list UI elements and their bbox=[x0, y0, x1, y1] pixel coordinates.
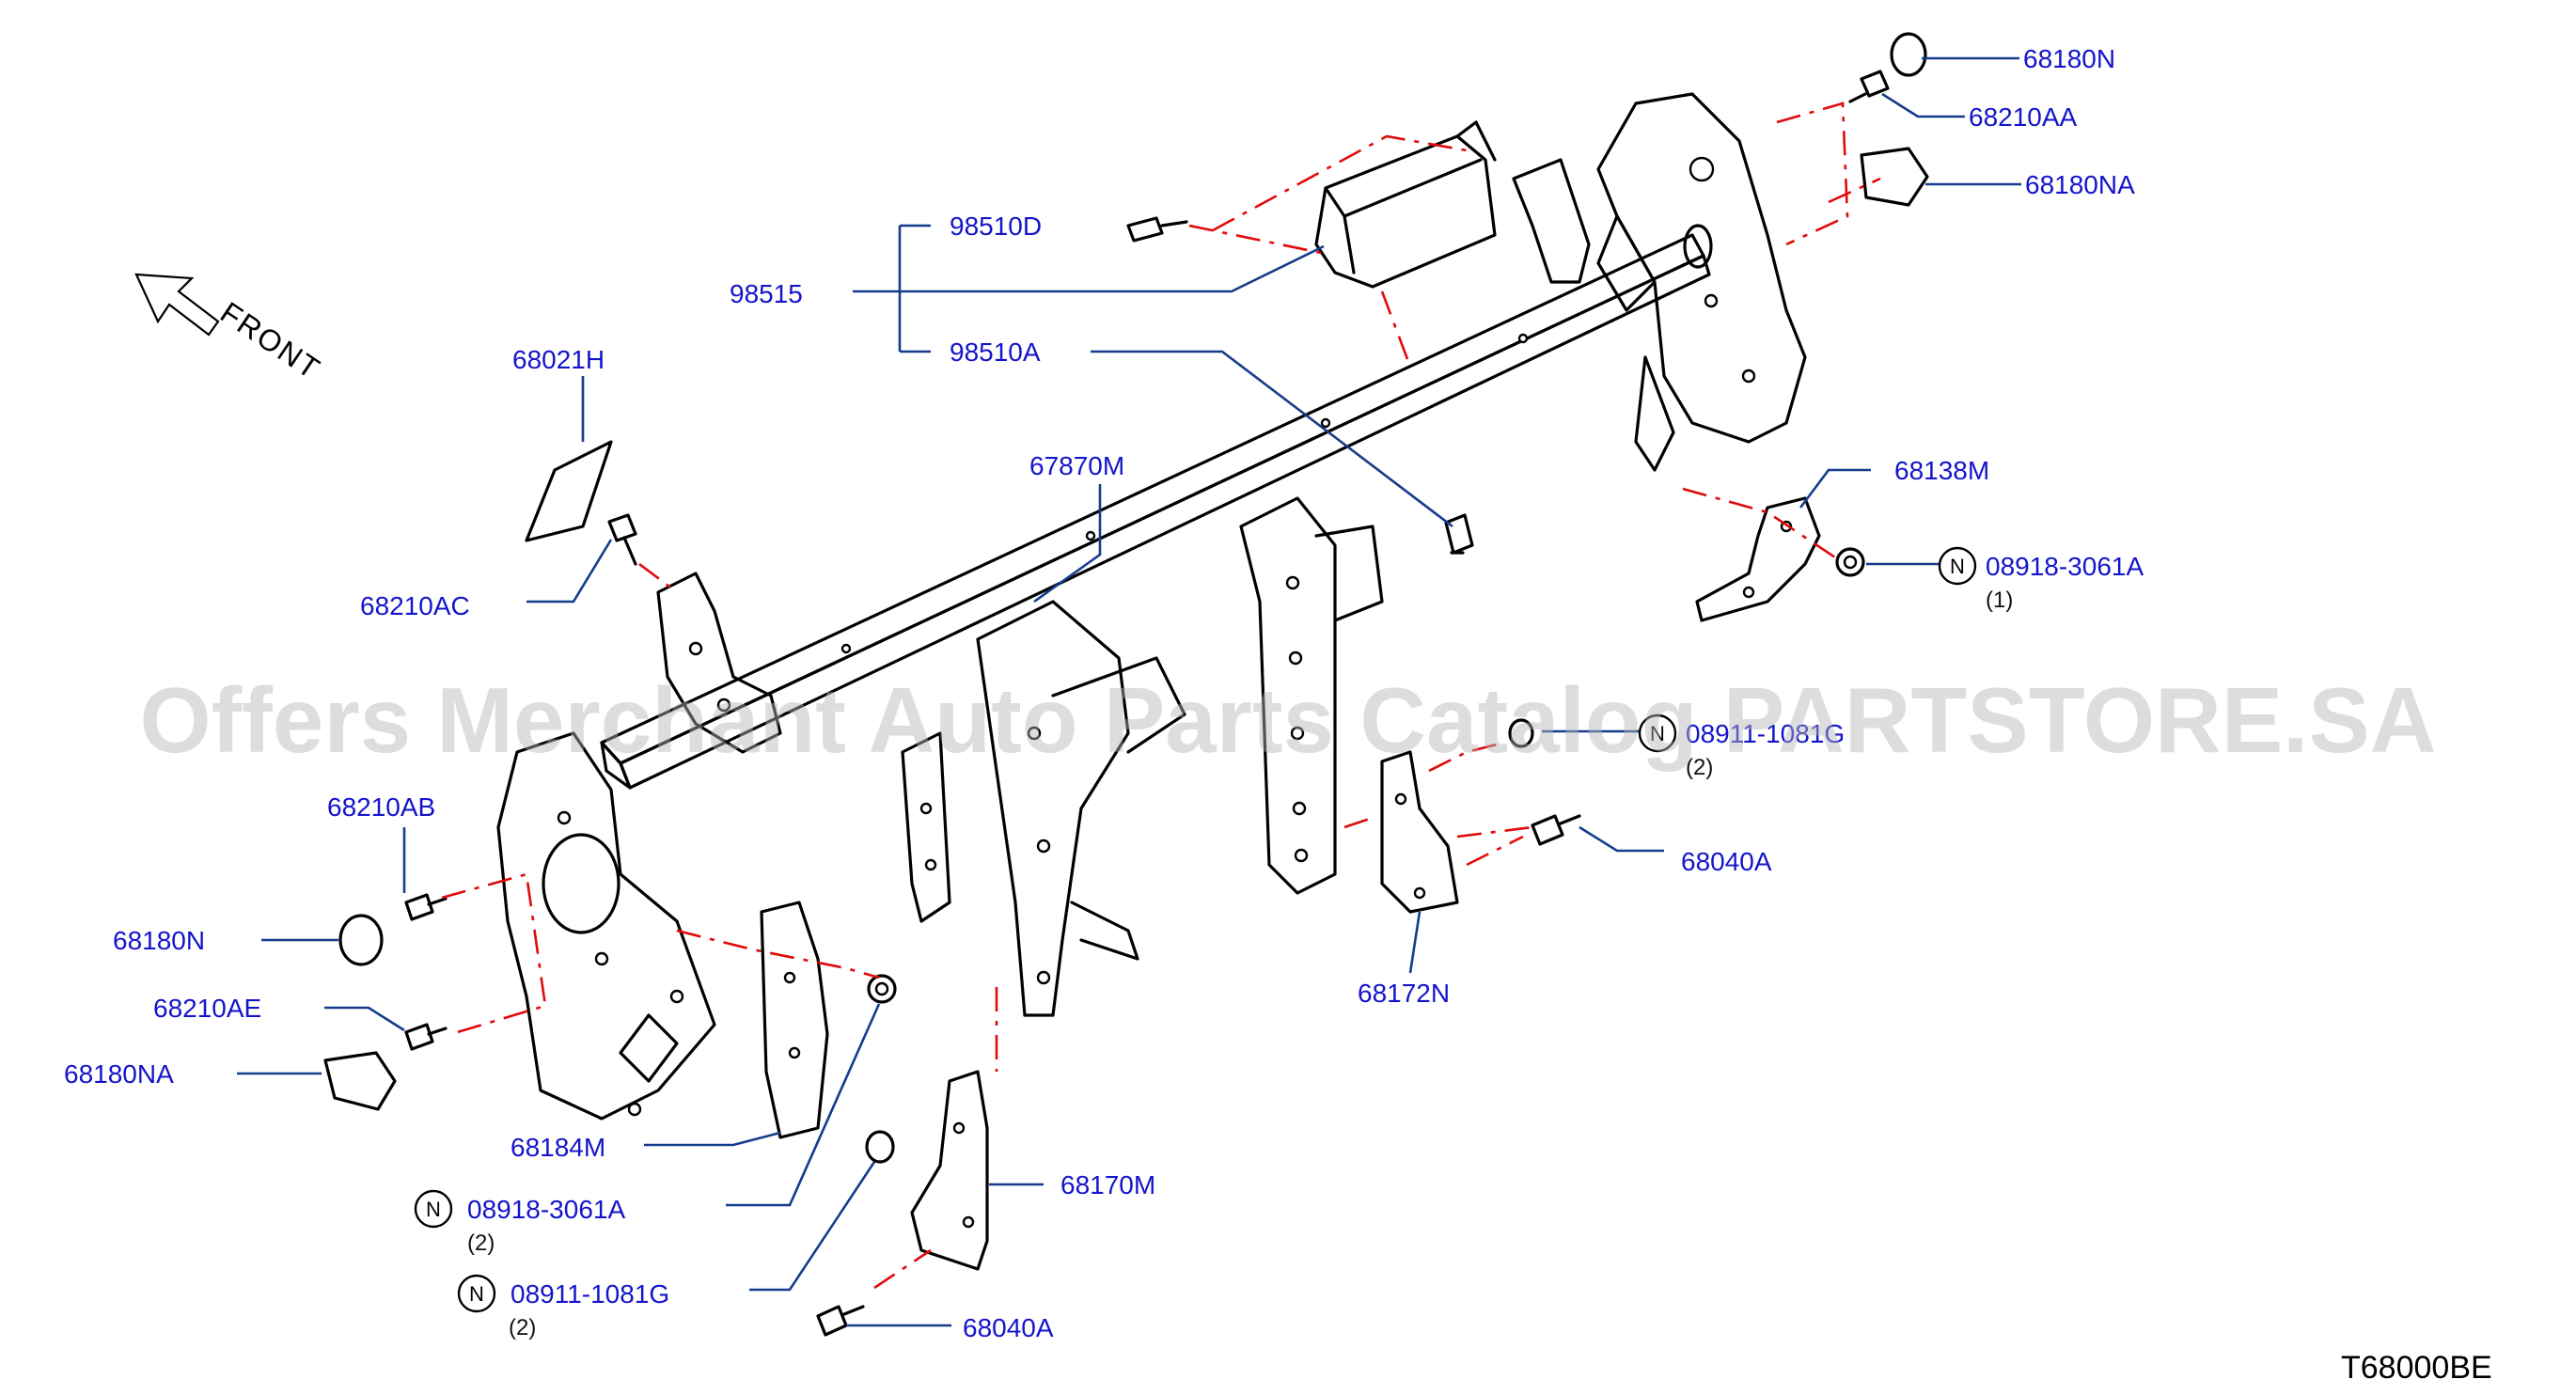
label-68210AB: 68210AB bbox=[327, 792, 435, 822]
n-mark-right bbox=[1938, 546, 1977, 586]
mounting-guide-lines bbox=[441, 102, 1881, 1290]
center-stay-right[interactable] bbox=[1239, 496, 1384, 895]
cross-car-beam[interactable] bbox=[600, 224, 1713, 790]
center-stay-main[interactable] bbox=[976, 600, 1186, 1017]
n-mark-mid bbox=[1638, 713, 1677, 753]
center-stay-left[interactable] bbox=[901, 731, 951, 923]
nut-08911-mid[interactable] bbox=[1508, 718, 1534, 748]
left-upper-mount[interactable] bbox=[656, 572, 782, 754]
label-68040A-right: 68040A bbox=[1681, 847, 1772, 876]
label-08911-left: 08911-1081G bbox=[510, 1279, 669, 1309]
n-mark-left-2 bbox=[457, 1274, 496, 1313]
n-mark-left-1 bbox=[414, 1189, 453, 1229]
bolt-68040A-bottom[interactable] bbox=[816, 1305, 865, 1337]
bracket-68170M[interactable] bbox=[910, 1070, 989, 1271]
stay-68184M[interactable] bbox=[760, 901, 829, 1139]
leader-lines bbox=[237, 56, 2021, 1327]
front-arrow-icon bbox=[134, 273, 220, 337]
label-68172N: 68172N bbox=[1358, 979, 1450, 1008]
diagram-code: T68000BE bbox=[2341, 1350, 2492, 1386]
bolt-98510A[interactable] bbox=[1444, 513, 1474, 555]
label-68040A-bottom: 68040A bbox=[963, 1313, 1054, 1342]
label-08911-mid: 08911-1081G bbox=[1686, 719, 1845, 748]
label-68021H: 68021H bbox=[512, 345, 605, 374]
qty-08911-left: (2) bbox=[509, 1315, 536, 1340]
label-68180NA-left: 68180NA bbox=[64, 1059, 174, 1089]
label-68210AE: 68210AE bbox=[153, 994, 261, 1023]
nut-08911-left[interactable] bbox=[865, 1130, 895, 1164]
bolt-98510D[interactable] bbox=[1126, 216, 1188, 243]
n-mark-left-2-text: N bbox=[469, 1282, 484, 1306]
bolt-68210AC[interactable] bbox=[607, 513, 637, 566]
qty-08911-mid: (2) bbox=[1686, 755, 1713, 780]
n-mark-right-text: N bbox=[1950, 555, 1965, 578]
n-mark-left-1-text: N bbox=[426, 1198, 441, 1221]
plug-68180N-left[interactable] bbox=[338, 914, 384, 966]
watermark: Offers Merchant Auto Parts Catalog PARTS… bbox=[139, 668, 2436, 772]
bolt-68210AB[interactable] bbox=[404, 893, 448, 921]
plug-68180NA-left[interactable] bbox=[323, 1051, 397, 1111]
plug-68180NA-top[interactable] bbox=[1860, 147, 1929, 207]
qty-08918-right: (1) bbox=[1986, 588, 2013, 613]
nut-08918-right[interactable] bbox=[1835, 547, 1865, 577]
label-68180N-left: 68180N bbox=[113, 926, 205, 955]
n-mark-mid-text: N bbox=[1650, 722, 1665, 745]
qty-08918-left: (2) bbox=[467, 1230, 495, 1256]
pad-68021H[interactable] bbox=[525, 440, 613, 542]
right-side-bracket[interactable] bbox=[1596, 92, 1807, 472]
plug-68180N-top[interactable] bbox=[1890, 32, 1927, 77]
label-68180NA-top: 68180NA bbox=[2025, 170, 2135, 199]
label-68184M: 68184M bbox=[510, 1133, 605, 1162]
label-08918-left: 08918-3061A bbox=[467, 1195, 625, 1224]
bracket-68172N[interactable] bbox=[1380, 750, 1459, 914]
nut-08918-left[interactable] bbox=[867, 974, 897, 1004]
bolt-68210AE[interactable] bbox=[404, 1023, 448, 1051]
label-68138M: 68138M bbox=[1894, 456, 1989, 485]
label-08918-right: 08918-3061A bbox=[1986, 552, 2144, 581]
label-98515: 98515 bbox=[730, 279, 803, 308]
label-68180N-top: 68180N bbox=[2023, 44, 2115, 73]
front-label: FRONT bbox=[214, 295, 327, 386]
label-68170M: 68170M bbox=[1060, 1170, 1155, 1199]
right-upper-stay[interactable] bbox=[1512, 158, 1591, 284]
bracket-68138M[interactable] bbox=[1695, 496, 1821, 622]
bolt-68040A-right[interactable] bbox=[1531, 814, 1581, 846]
passenger-airbag-module[interactable] bbox=[1314, 120, 1497, 289]
label-98510A: 98510A bbox=[950, 337, 1041, 367]
label-68210AC: 68210AC bbox=[360, 591, 470, 620]
label-67870M: 67870M bbox=[1029, 451, 1124, 480]
bolt-68210AA[interactable] bbox=[1848, 70, 1890, 103]
label-98510D: 98510D bbox=[950, 212, 1042, 241]
label-68210AA: 68210AA bbox=[1969, 102, 2078, 132]
left-side-bracket[interactable] bbox=[496, 731, 716, 1121]
